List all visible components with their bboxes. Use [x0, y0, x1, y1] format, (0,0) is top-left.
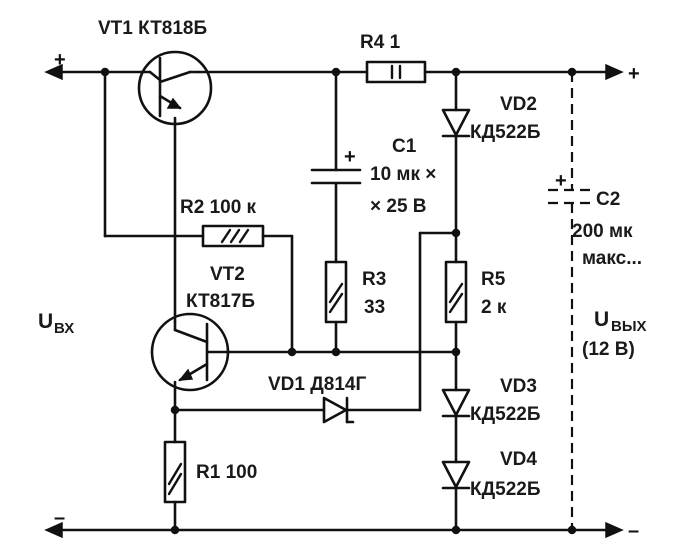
c2-plus-sign: + — [555, 170, 567, 192]
c1-value-line1: 10 мк × — [370, 164, 436, 185]
c1-ref: C1 — [392, 136, 417, 157]
c1-plus-sign: + — [344, 146, 356, 168]
c1-to-r5-wire — [418, 228, 461, 412]
vt2-base-line — [205, 347, 461, 357]
c1-capacitor — [310, 70, 362, 264]
vd1-label: VD1 Д814Г — [268, 374, 366, 395]
r3-value: 33 — [364, 297, 385, 318]
vt2-transistor — [150, 312, 230, 444]
r3-resistor — [324, 260, 348, 354]
r4-resistor — [365, 60, 427, 84]
c1-value-line2: × 25 В — [370, 196, 427, 217]
top-rail — [44, 63, 624, 81]
r1-label: R1 100 — [196, 462, 257, 483]
r1-resistor — [163, 440, 187, 532]
vd2-part: КД522Б — [470, 122, 541, 143]
c2-capacitor — [548, 72, 596, 530]
vd4-diode — [441, 460, 471, 532]
vt2-part: КТ817Б — [186, 291, 255, 312]
c2-value-line2: макс... — [582, 248, 642, 269]
vd2-ref: VD2 — [500, 94, 537, 115]
output-voltage-label: U ВЫХ (12 В) — [582, 308, 647, 360]
c2-ref: C2 — [596, 189, 620, 210]
vd2-diode — [441, 70, 471, 264]
input-voltage-sub: ВХ — [54, 320, 74, 337]
output-voltage-note: (12 В) — [582, 339, 635, 360]
r3-ref: R3 — [362, 269, 386, 290]
r2-label: R2 100 к — [180, 197, 257, 218]
bottom-rail — [44, 521, 624, 539]
output-minus-sign: – — [628, 520, 639, 542]
vt1-label: VT1 КТ818Б — [98, 18, 207, 39]
input-minus-sign: – — [54, 507, 65, 529]
vd4-part: КД522Б — [470, 479, 541, 500]
vt1-base-wire — [103, 70, 205, 324]
vt2-ref: VT2 — [210, 264, 245, 285]
input-voltage-main: U — [38, 310, 53, 333]
output-voltage-main: U — [594, 308, 609, 331]
output-voltage-sub: ВЫХ — [611, 318, 647, 335]
vd1-zener — [170, 396, 422, 424]
c2-value-line1: 200 мк — [572, 221, 633, 242]
r2-resistor — [201, 224, 294, 354]
r4-label: R4 1 — [360, 32, 401, 53]
vd4-ref: VD4 — [500, 449, 537, 470]
r5-resistor — [444, 260, 468, 392]
vd3-ref: VD3 — [500, 376, 537, 397]
vt1-transistor — [137, 50, 213, 126]
r5-value: 2 к — [481, 297, 507, 318]
input-voltage-label: U ВХ — [38, 310, 74, 337]
vd3-part: КД522Б — [470, 404, 541, 425]
vd3-diode — [441, 388, 471, 464]
output-plus-sign: + — [628, 63, 640, 85]
input-plus-sign: + — [54, 49, 66, 71]
r5-ref: R5 — [481, 269, 506, 290]
